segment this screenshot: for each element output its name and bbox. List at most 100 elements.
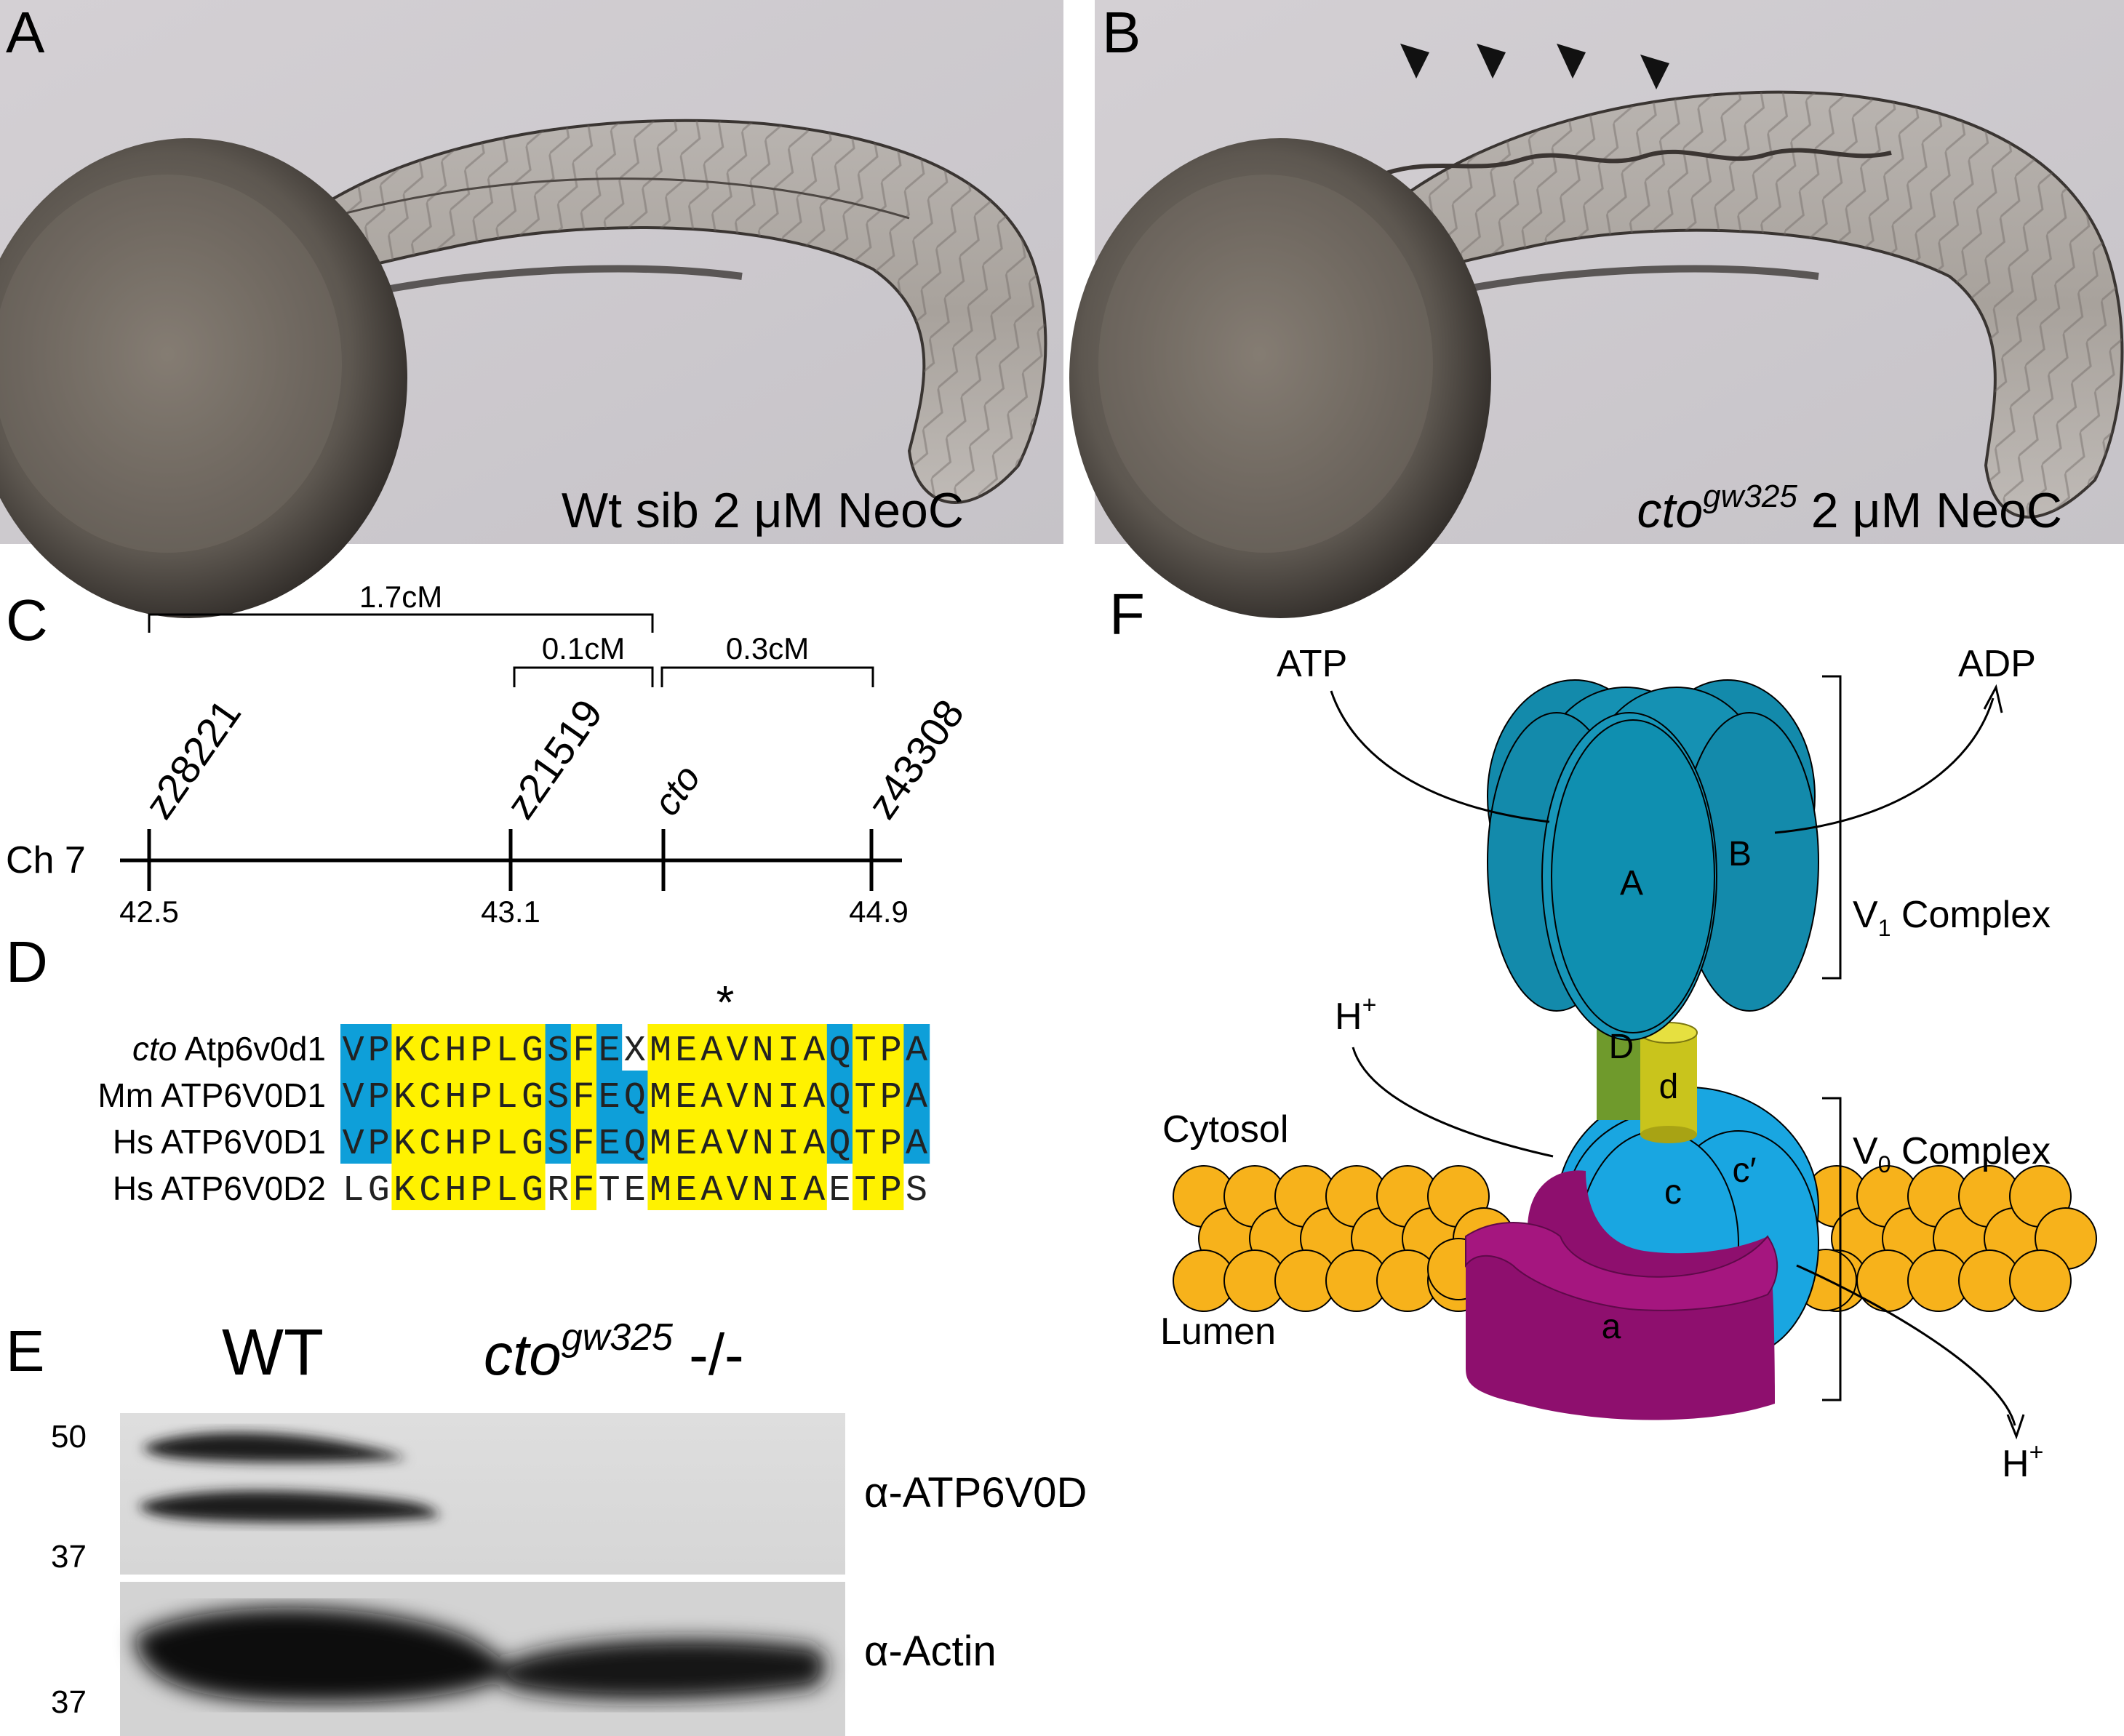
residue-shading xyxy=(596,1071,623,1117)
v1-complex xyxy=(1487,679,1819,1041)
residue: A xyxy=(803,1170,825,1212)
residue-shading xyxy=(622,1024,648,1071)
interval-bracket-1 xyxy=(148,613,654,633)
residue-shading xyxy=(417,1117,444,1164)
residue-shading xyxy=(596,1024,623,1071)
mw-marker-37-top: 37 xyxy=(51,1539,87,1575)
residue-shading xyxy=(826,1117,853,1164)
arrowhead-marker xyxy=(1640,55,1669,89)
residue: Q xyxy=(624,1124,646,1165)
panel-b: B ctogw325 2 μM NeoC xyxy=(1069,0,2124,618)
residue: A xyxy=(700,1031,722,1072)
marker-position-z21519: 43.1 xyxy=(481,895,540,929)
residue: P xyxy=(880,1077,902,1119)
residue-shading xyxy=(853,1164,879,1210)
residue-shading xyxy=(391,1117,418,1164)
residue-shading xyxy=(442,1164,469,1210)
panel-d-letter: D xyxy=(6,929,48,994)
residue: E xyxy=(675,1170,697,1212)
residue: Q xyxy=(829,1077,850,1119)
residue-shading xyxy=(468,1164,495,1210)
residue: F xyxy=(572,1170,594,1212)
residue-shading xyxy=(647,1024,674,1071)
residue-shading xyxy=(647,1117,674,1164)
residue: P xyxy=(368,1077,390,1119)
residue-shading xyxy=(442,1024,469,1071)
residue: Q xyxy=(829,1124,850,1165)
residue-shading xyxy=(724,1117,751,1164)
residue: P xyxy=(471,1031,492,1072)
subunit-label-a: a xyxy=(1602,1308,1621,1346)
residue-shading xyxy=(391,1071,418,1117)
residue: A xyxy=(906,1124,927,1165)
marker-name-cto: cto xyxy=(645,758,708,823)
residue-shading xyxy=(468,1117,495,1164)
residue: P xyxy=(471,1124,492,1165)
residue-shading xyxy=(801,1164,828,1210)
residue-shading xyxy=(775,1071,802,1117)
v1-bracket xyxy=(1822,675,1842,980)
residue-shading xyxy=(519,1071,546,1117)
stop-codon-star: * xyxy=(716,976,735,1028)
residue: A xyxy=(803,1124,825,1165)
mw-marker-37-bottom: 37 xyxy=(51,1684,87,1720)
residue-shading xyxy=(775,1164,802,1210)
residue: S xyxy=(547,1077,569,1119)
residue-shading xyxy=(340,1071,367,1117)
residue: C xyxy=(419,1031,441,1072)
residue: V xyxy=(343,1077,364,1119)
residue: A xyxy=(803,1031,825,1072)
residue-shading xyxy=(417,1024,444,1071)
residue-shading xyxy=(417,1071,444,1117)
residue-shading xyxy=(698,1024,725,1071)
residue: S xyxy=(906,1170,927,1212)
residue: L xyxy=(496,1077,518,1119)
residue: N xyxy=(752,1124,774,1165)
lane-label-wt: WT xyxy=(222,1316,324,1389)
residue: K xyxy=(394,1124,415,1165)
residue: E xyxy=(829,1170,850,1212)
residue-shading xyxy=(366,1024,392,1071)
panel-b-caption: ctogw325 2 μM NeoC xyxy=(1637,479,2062,538)
v0-bracket xyxy=(1822,1097,1842,1401)
marker-name-z28221: z28221 xyxy=(135,691,249,827)
residue: P xyxy=(471,1170,492,1212)
subunit-label-A: A xyxy=(1620,864,1643,903)
interval-label-3: 0.3cM xyxy=(726,631,809,665)
residue: H xyxy=(444,1077,466,1119)
residue: S xyxy=(547,1031,569,1072)
residue: N xyxy=(752,1031,774,1072)
adp-arrow xyxy=(1774,697,1995,834)
residue-shading xyxy=(878,1024,904,1071)
residue: I xyxy=(778,1170,799,1212)
panel-a-letter: A xyxy=(6,0,45,65)
residue: S xyxy=(547,1124,569,1165)
residue-shading xyxy=(468,1071,495,1117)
residue: T xyxy=(855,1124,877,1165)
residue-shading xyxy=(494,1071,520,1117)
residue-shading xyxy=(826,1024,853,1071)
residue: K xyxy=(394,1031,415,1072)
residue: T xyxy=(599,1170,620,1212)
residue-shading xyxy=(853,1071,879,1117)
residue: X xyxy=(624,1031,646,1072)
residue: A xyxy=(700,1124,722,1165)
residue-shading xyxy=(903,1071,930,1117)
v0-complex-label: V0 Complex xyxy=(1853,1130,2051,1177)
residue: G xyxy=(522,1124,543,1165)
residue-shading xyxy=(442,1071,469,1117)
residue: F xyxy=(572,1124,594,1165)
residue: L xyxy=(496,1031,518,1072)
residue: K xyxy=(394,1077,415,1119)
residue-shading xyxy=(494,1117,520,1164)
residue: V xyxy=(727,1077,748,1119)
residue-shading xyxy=(853,1117,879,1164)
subunit-label-d: d xyxy=(1659,1068,1679,1106)
panel-b-embryo xyxy=(1069,90,2124,618)
residue-shading xyxy=(468,1024,495,1071)
residue-shading xyxy=(596,1117,623,1164)
residue-shading xyxy=(775,1024,802,1071)
residue: K xyxy=(394,1170,415,1212)
residue: P xyxy=(368,1031,390,1072)
